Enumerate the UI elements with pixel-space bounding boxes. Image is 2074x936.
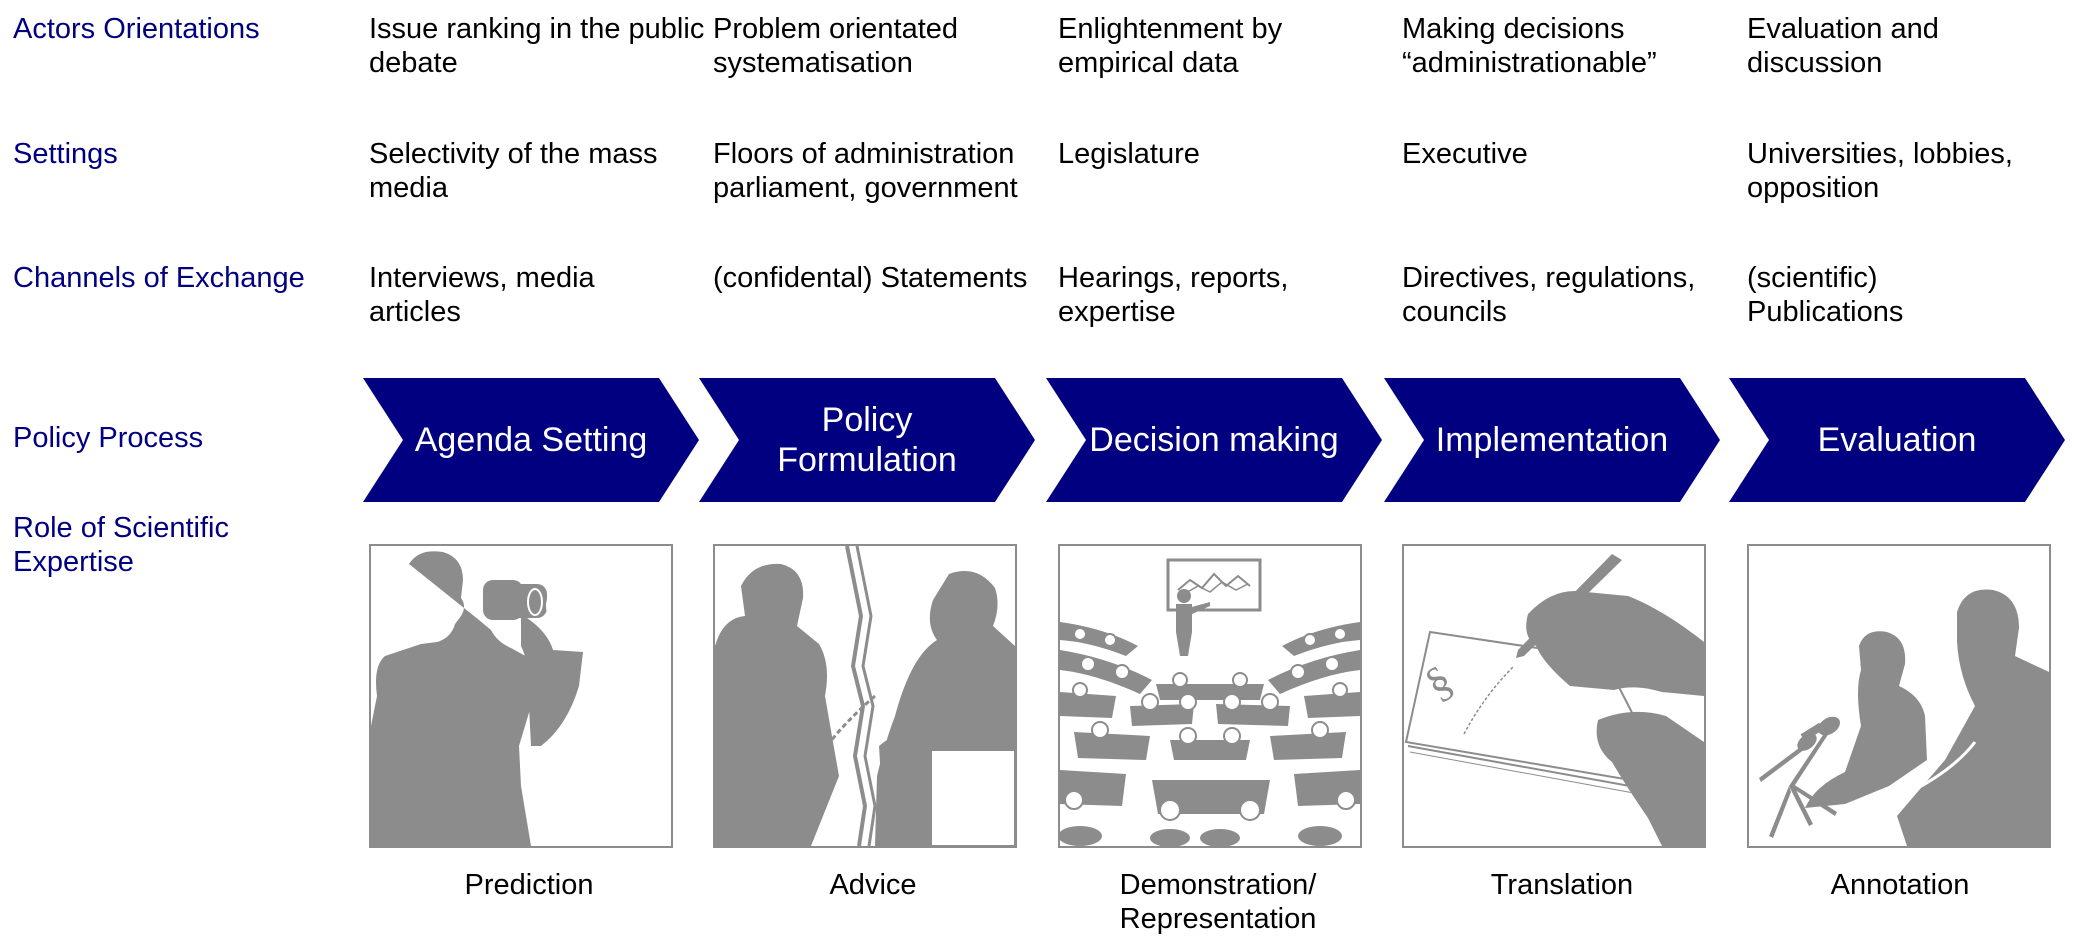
actors-cell-2: Problem orientated systematisation bbox=[713, 13, 959, 79]
stage-implementation: Implementation bbox=[1384, 378, 1720, 502]
settings-cell-3: Legislature bbox=[1058, 138, 1200, 170]
stage-label: Evaluation bbox=[1817, 421, 1977, 459]
settings-label: Settings bbox=[13, 138, 118, 170]
channels-cell-4: Directives, regulations, councils bbox=[1402, 262, 1696, 328]
press-microphones-illustration bbox=[1747, 544, 2051, 848]
channels-cell-3: Hearings, reports, expertise bbox=[1058, 262, 1289, 328]
policy-process-label: Policy Process bbox=[13, 422, 204, 454]
caption-demonstration-representation: Demonstration/ Representation bbox=[1119, 869, 1317, 935]
channels-cell-2: (confidental) Statements bbox=[713, 262, 1028, 294]
settings-cell-2: Floors of administration parliament, gov… bbox=[713, 138, 1018, 204]
stage-evaluation: Evaluation bbox=[1729, 378, 2065, 502]
stage-label: Implementation bbox=[1435, 421, 1669, 459]
actors-cell-5: Evaluation and discussion bbox=[1747, 13, 1939, 79]
binoculars-person-illustration bbox=[369, 544, 673, 848]
chevron-shape bbox=[363, 378, 699, 502]
stage-agenda-setting: Agenda Setting bbox=[363, 378, 699, 502]
chevron-shape bbox=[699, 378, 1035, 502]
settings-cell-1: Selectivity of the mass media bbox=[369, 138, 658, 204]
channels-cell-5: (scientific) Publications bbox=[1747, 262, 1904, 328]
settings-cell-4: Executive bbox=[1402, 138, 1528, 170]
advice-conversation-illustration bbox=[713, 544, 1017, 848]
caption-prediction: Prediction bbox=[464, 869, 594, 901]
stage-label: Agenda Setting bbox=[414, 421, 648, 459]
channels-label: Channels of Exchange bbox=[13, 262, 305, 294]
chevron-shape bbox=[1729, 378, 2065, 502]
role-label: Role of Scientific Expertise bbox=[13, 512, 229, 578]
parliament-presentation-illustration bbox=[1058, 544, 1362, 848]
stage-policy-formulation: Policy Formulation bbox=[699, 378, 1035, 502]
chevron-shape bbox=[1384, 378, 1720, 502]
stage-decision-making: Decision making bbox=[1046, 378, 1382, 502]
actors-cell-4: Making decisions “administrationable” bbox=[1402, 13, 1657, 79]
settings-cell-5: Universities, lobbies, opposition bbox=[1747, 138, 2013, 204]
actors-cell-1: Issue ranking in the public debate bbox=[369, 13, 705, 79]
actors-cell-3: Enlightenment by empirical data bbox=[1058, 13, 1283, 79]
channels-cell-1: Interviews, media articles bbox=[369, 262, 595, 328]
signing-document-illustration: § bbox=[1402, 544, 1706, 848]
stage-label: Policy Formulation bbox=[777, 401, 957, 479]
chevron-shape bbox=[1046, 378, 1382, 502]
caption-translation: Translation bbox=[1490, 869, 1634, 901]
caption-annotation: Annotation bbox=[1830, 869, 1970, 901]
actors-orientations-label: Actors Orientations bbox=[13, 13, 260, 45]
stage-label: Decision making bbox=[1089, 421, 1339, 459]
caption-advice: Advice bbox=[829, 869, 917, 901]
